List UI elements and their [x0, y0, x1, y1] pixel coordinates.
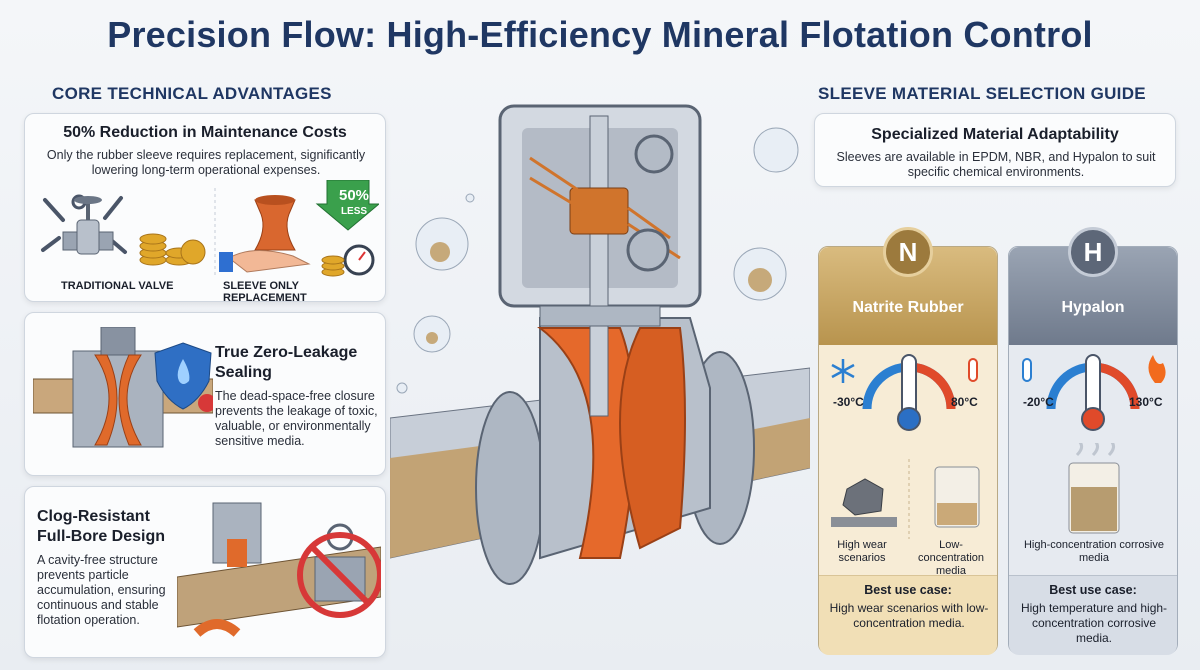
- flange-left: [475, 391, 545, 585]
- natrite-temperature-gauge: [831, 354, 978, 431]
- maintenance-illustration: [41, 180, 379, 277]
- small-coins-icon: [321, 255, 345, 277]
- gear-icon: [634, 134, 674, 174]
- clog-resistant-card: Clog-Resistant Full-Bore Design A cavity…: [24, 486, 386, 658]
- hypalon-temp-low: -20°C: [1023, 395, 1054, 409]
- maintenance-title: 50% Reduction in Maintenance Costs: [63, 124, 347, 141]
- natrite-badge: N: [883, 227, 933, 277]
- snowflake-icon: [831, 359, 855, 383]
- material-info-card: Specialized Material Adaptability Sleeve…: [814, 113, 1176, 187]
- zero-leakage-card: True Zero-Leakage Sealing The dead-space…: [24, 312, 386, 476]
- hypalon-beaker: [1068, 443, 1120, 534]
- right-section-heading: SLEEVE MATERIAL SELECTION GUIDE: [818, 84, 1146, 103]
- natrite-use-title: Best use case:: [864, 583, 952, 597]
- sleeve-icon: [254, 195, 296, 251]
- hypalon-name: Hypalon: [1061, 299, 1125, 316]
- badge-percent: 50%: [338, 187, 370, 204]
- prohibited-icon: [297, 532, 381, 618]
- no-leak-icon: [198, 394, 213, 412]
- hypalon-badge: H: [1068, 227, 1118, 277]
- traditional-valve-icon: [62, 196, 114, 255]
- hypalon-temp-high: 130°C: [1129, 395, 1163, 409]
- steam-icon: [1075, 443, 1116, 457]
- label-traditional-valve: TRADITIONAL VALVE: [61, 280, 174, 292]
- down-arrow-icon: [315, 180, 379, 231]
- sealing-illustration: [33, 327, 213, 448]
- full-bore-illustration: [177, 502, 381, 637]
- natrite-name: Natrite Rubber: [852, 299, 964, 316]
- material-info-title: Specialized Material Adaptability: [871, 126, 1119, 143]
- natrite-rubber-card: N Natrite Rubber -30°C 80°C High wear sc…: [818, 227, 998, 655]
- zero-leakage-title: True Zero-Leakage Sealing: [215, 344, 358, 381]
- coil: [569, 187, 629, 235]
- natrite-cap-wear: High wear scenarios: [837, 539, 887, 564]
- hypalon-card: H Hypalon -20°C 130°C High-concentration…: [1008, 227, 1178, 655]
- clog-resistant-title: Clog-Resistant Full-Bore Design: [37, 508, 166, 545]
- hypalon-use-title: Best use case:: [1049, 583, 1137, 597]
- page-title: Precision Flow: High-Efficiency Mineral …: [107, 14, 1093, 55]
- shield-icon: [154, 342, 212, 410]
- zero-leakage-text: The dead-space-free closure prevents the…: [215, 389, 378, 448]
- maintenance-text: Only the rubber sleeve requires replacem…: [46, 148, 366, 177]
- clog-resistant-text: A cavity-free structure prevents particl…: [37, 553, 166, 627]
- label-sleeve-replacement: SLEEVE ONLY REPLACEMENT: [223, 280, 307, 304]
- flame-icon: [1148, 355, 1166, 383]
- left-section-heading: CORE TECHNICAL ADVANTAGES: [52, 84, 332, 103]
- valve-stem: [589, 115, 609, 417]
- natrite-use-text: High wear scenarios with low-concentrati…: [829, 601, 989, 630]
- hypalon-cap: High-concentration corrosive media: [1023, 539, 1164, 564]
- natrite-cap-media: Low-concentration media: [917, 539, 985, 577]
- maintenance-card: 50% Reduction in Maintenance Costs Only …: [24, 113, 386, 304]
- gear-icon-2: [626, 228, 670, 272]
- hand-icon: [228, 249, 311, 273]
- rock-icon: [842, 478, 884, 516]
- coins-icon: [139, 233, 206, 266]
- material-info-text: Sleeves are available in EPDM, NBR, and …: [836, 150, 1156, 179]
- hypalon-use-text: High temperature and high-concentration …: [1020, 601, 1168, 645]
- pinch-valve-illustration: [390, 104, 810, 585]
- badge-less: LESS: [340, 206, 368, 217]
- hypalon-temperature-gauge: [1022, 354, 1166, 431]
- natrite-temp-high: 80°C: [951, 395, 978, 409]
- natrite-temp-low: -30°C: [833, 395, 864, 409]
- natrite-use-icons: [831, 459, 980, 539]
- sleeve-cuff: [219, 252, 233, 272]
